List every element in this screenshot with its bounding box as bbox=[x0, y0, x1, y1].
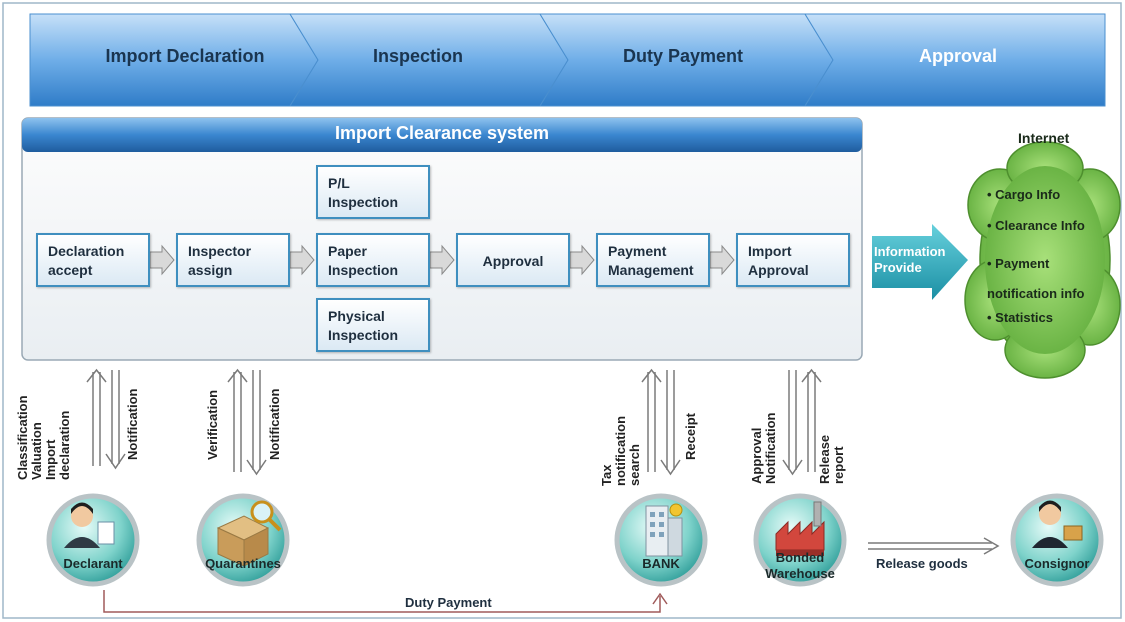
bank-building-icon bbox=[645, 503, 683, 557]
warehouse-label: Bonded Warehouse bbox=[765, 550, 835, 581]
process-arrows bbox=[149, 244, 735, 276]
system-title: Import Clearance system bbox=[334, 123, 550, 143]
physical-inspection-box: Physical Inspection bbox=[316, 298, 430, 352]
import-approval-box: Import Approval bbox=[736, 233, 850, 287]
inspector-assign-box: Inspector assign bbox=[176, 233, 290, 287]
warehouse-down-label: Release report bbox=[817, 434, 846, 484]
quarantines-label: Quarantines bbox=[205, 556, 281, 571]
release-goods-label: Release goods bbox=[876, 556, 968, 571]
bank-down-label: Receipt bbox=[683, 413, 698, 460]
vertical-flow-arrows bbox=[86, 368, 822, 476]
declarant-down-label: Notification bbox=[125, 388, 140, 461]
bank-label: BANK bbox=[642, 556, 680, 571]
stage-approval: Approval bbox=[918, 46, 997, 66]
internet-title: Internet bbox=[1018, 130, 1070, 146]
internet-item-cargo-info: • Cargo Info bbox=[987, 187, 1061, 202]
paper-inspection-box: Paper Inspection bbox=[316, 233, 430, 287]
declarant-up-label: Classification Valuation Import declarat… bbox=[15, 395, 72, 480]
chevron-approval bbox=[804, 13, 1106, 107]
consignor-label: Consignor bbox=[1024, 556, 1090, 571]
duty-payment-line bbox=[103, 590, 668, 613]
payment-management-box: Payment Management bbox=[596, 233, 710, 287]
internet-item-payment-info: • Payment notification info bbox=[987, 256, 1085, 301]
internet-item-statistics: • Statistics bbox=[987, 310, 1053, 325]
warehouse-up-label: Approval Notification bbox=[749, 412, 778, 485]
system-title-bar bbox=[22, 118, 862, 152]
quarantine-down-label: Notification bbox=[267, 388, 282, 461]
info-provide-arrow bbox=[872, 224, 968, 300]
information-provide-label: Information Provide bbox=[874, 244, 946, 275]
declarant-label: Declarant bbox=[63, 556, 123, 571]
quarantine-up-label: Verification bbox=[205, 389, 220, 460]
pl-inspection-box: P/L Inspection bbox=[316, 165, 430, 219]
duty-payment-label: Duty Payment bbox=[405, 595, 492, 610]
stage-duty-payment: Duty Payment bbox=[622, 46, 744, 66]
internet-item-clearance-info: • Clearance Info bbox=[987, 218, 1085, 233]
cloud-core bbox=[985, 166, 1105, 354]
warehouse-factory-icon bbox=[775, 501, 825, 556]
entity-circles bbox=[46, 493, 1104, 587]
approval-box: Approval bbox=[456, 233, 570, 287]
release-goods-arrow bbox=[868, 537, 1000, 555]
declarant-person-icon bbox=[64, 502, 115, 548]
quarantine-box-icon bbox=[216, 500, 282, 567]
declaration-accept-box: Declaration accept bbox=[36, 233, 150, 287]
stage-import-declaration: Import Declaration bbox=[105, 46, 265, 66]
consignor-person-icon bbox=[1032, 500, 1083, 548]
stage-inspection: Inspection bbox=[372, 46, 463, 66]
bank-up-label: Tax notification search bbox=[599, 415, 642, 486]
